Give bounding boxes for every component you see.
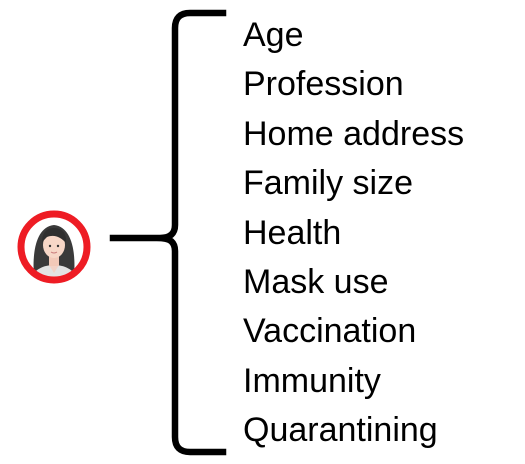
attribute-health: Health [243,213,342,252]
attribute-age: Age [243,16,304,54]
person-avatar-icon [17,210,91,284]
attribute-vaccination: Vaccination [243,312,417,351]
attribute-list: Age Profession Home address Family size … [243,11,464,456]
attribute-home-address: Home address [243,114,465,153]
attribute-mask-use: Mask use [243,263,389,302]
attribute-profession: Profession [243,65,404,104]
attribute-quarantining: Quarantining [243,411,438,450]
attribute-family-size: Family size [243,164,414,203]
attribute-immunity: Immunity [243,361,381,400]
